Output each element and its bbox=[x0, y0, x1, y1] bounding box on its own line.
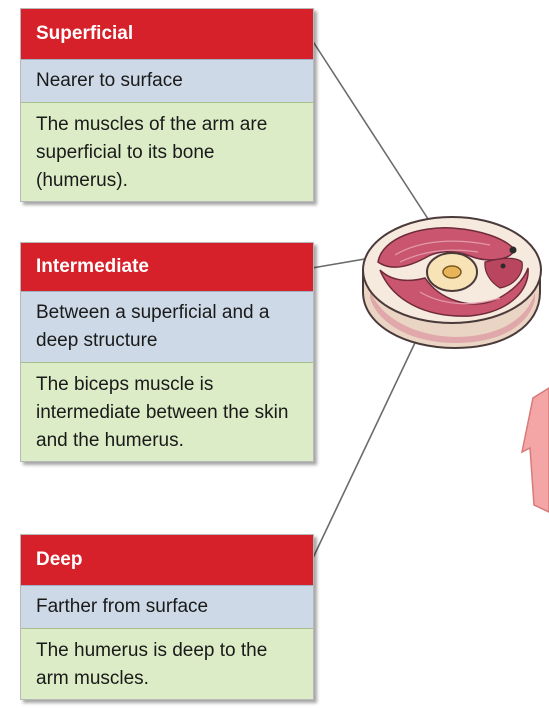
intermediate-definition: Between a superficial and a deep structu… bbox=[21, 291, 313, 362]
skin-layer bbox=[363, 217, 541, 323]
skin-side-muscle-band bbox=[370, 290, 535, 343]
muscle-upper bbox=[378, 228, 515, 267]
muscle-right bbox=[485, 258, 522, 288]
humerus-bone bbox=[427, 253, 477, 291]
intermediate-term-box: Intermediate Between a superficial and a… bbox=[20, 242, 314, 462]
blood-vessel-icon bbox=[510, 247, 517, 254]
deep-term-header: Deep bbox=[21, 535, 313, 585]
superficial-term-header: Superficial bbox=[21, 9, 313, 59]
deep-definition: Farther from surface bbox=[21, 585, 313, 628]
superficial-example: The muscles of the arm are superficial t… bbox=[21, 102, 313, 201]
intermediate-term-header: Intermediate bbox=[21, 243, 313, 291]
intermediate-example: The biceps muscle is intermediate betwee… bbox=[21, 362, 313, 461]
deep-leader-line bbox=[312, 290, 440, 560]
bone-marrow bbox=[443, 266, 461, 278]
nerve-icon bbox=[501, 264, 506, 269]
superficial-term-box: Superficial Nearer to surface The muscle… bbox=[20, 8, 314, 202]
deep-term-box: Deep Farther from surface The humerus is… bbox=[20, 534, 314, 700]
muscle-lower bbox=[380, 268, 528, 316]
muscle-striations bbox=[395, 241, 500, 304]
superficial-definition: Nearer to surface bbox=[21, 59, 313, 102]
arrow-icon bbox=[522, 388, 549, 512]
intermediate-leader-line bbox=[312, 255, 388, 268]
deep-example: The humerus is deep to the arm muscles. bbox=[21, 628, 313, 699]
superficial-leader-line bbox=[312, 40, 430, 222]
skin-side bbox=[363, 270, 540, 348]
